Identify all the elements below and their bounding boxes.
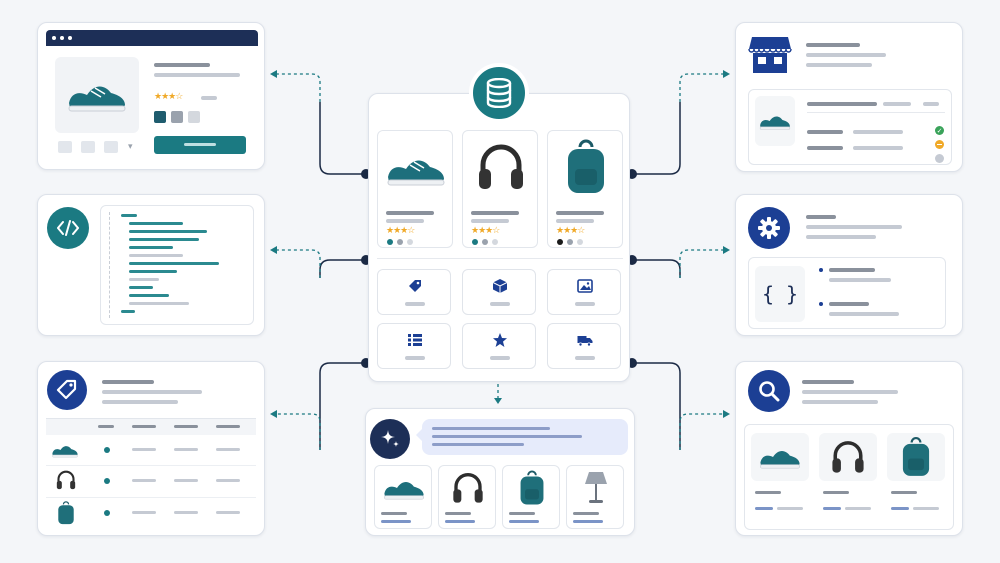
storefront-module: ✓	[735, 22, 963, 172]
product-card[interactable]: ★★★☆	[547, 130, 623, 248]
code-editor	[100, 205, 254, 325]
tile-cube[interactable]	[462, 269, 536, 315]
tile-list[interactable]	[377, 323, 451, 369]
recommended-product[interactable]	[566, 465, 624, 529]
status-neutral-icon	[935, 154, 944, 163]
sneaker-icon	[68, 86, 126, 112]
tile-star[interactable]	[462, 323, 536, 369]
gear-icon	[748, 207, 790, 249]
search-module	[735, 361, 963, 536]
headphones-icon	[56, 470, 76, 490]
thumbnail[interactable]	[104, 141, 118, 153]
backpack-icon	[564, 139, 608, 200]
sneaker-icon	[760, 451, 800, 469]
rating-stars: ★★★☆	[471, 225, 500, 235]
recommended-product[interactable]	[374, 465, 432, 529]
backpack-icon	[902, 437, 930, 476]
connector-dot	[361, 255, 371, 265]
table-row[interactable]	[46, 435, 256, 466]
star-icon	[493, 333, 507, 347]
pricing-table-module	[37, 361, 265, 536]
search-result[interactable]	[819, 433, 877, 481]
ai-message-bubble	[416, 419, 628, 455]
thumbnail[interactable]	[81, 141, 95, 153]
sneaker-icon	[384, 482, 424, 500]
chevron-down-icon[interactable]: ▾	[128, 141, 133, 151]
search-icon	[748, 370, 790, 412]
connector-dot	[627, 169, 637, 179]
central-product-catalog: ★★★☆ ★★★☆ ★★★☆	[368, 93, 630, 382]
search-result[interactable]	[887, 433, 945, 481]
recommended-product[interactable]	[502, 465, 560, 529]
recommended-product[interactable]	[438, 465, 496, 529]
tag-icon	[409, 280, 421, 292]
headphones-icon	[477, 141, 525, 198]
list-icon	[408, 334, 422, 346]
code-view-module	[37, 194, 265, 336]
color-swatch[interactable]	[171, 111, 183, 123]
tile-tag[interactable]	[377, 269, 451, 315]
ai-recommendations-module	[365, 408, 635, 536]
table-row[interactable]	[46, 497, 256, 529]
image-icon	[577, 279, 593, 293]
code-icon	[47, 207, 89, 249]
browser-titlebar	[46, 30, 258, 46]
settings-module: { }	[735, 194, 963, 336]
thumbnail[interactable]	[58, 141, 72, 153]
rating-stars: ★★★☆	[386, 225, 415, 235]
headphones-icon	[453, 473, 483, 503]
add-to-cart-button[interactable]	[154, 136, 246, 154]
product-image	[55, 57, 139, 133]
rating-stars: ★★★☆	[556, 225, 585, 235]
table-row[interactable]	[46, 465, 256, 498]
backpack-icon	[58, 501, 74, 525]
status-check-icon: ✓	[935, 126, 944, 135]
tile-truck[interactable]	[547, 323, 621, 369]
connector-dot	[627, 358, 637, 368]
search-result[interactable]	[751, 433, 809, 481]
pricing-table	[46, 418, 256, 531]
connector-dot	[361, 169, 371, 179]
config-panel: { }	[748, 257, 946, 329]
status-pending-icon	[935, 140, 944, 149]
headphones-icon	[832, 441, 864, 473]
sneaker-icon	[384, 149, 448, 194]
product-page-module: ★★★☆ ▾	[37, 22, 265, 170]
sneaker-icon	[52, 446, 78, 458]
cube-icon	[492, 279, 508, 293]
rating-stars: ★★★☆	[154, 91, 183, 101]
lamp-icon	[585, 472, 607, 503]
sparkle-icon	[370, 419, 410, 459]
product-card[interactable]: ★★★☆	[377, 130, 453, 248]
json-braces-icon: { }	[755, 266, 805, 322]
connector-dot	[627, 255, 637, 265]
color-swatch[interactable]	[154, 111, 166, 123]
tile-image[interactable]	[547, 269, 621, 315]
price-tag-icon	[47, 370, 87, 410]
sneaker-icon	[759, 116, 791, 130]
search-results-panel	[744, 424, 954, 530]
database-icon	[469, 63, 529, 123]
color-swatch[interactable]	[188, 111, 200, 123]
product-card[interactable]: ★★★☆	[462, 130, 538, 248]
connector-dot	[361, 358, 371, 368]
order-summary: ✓	[748, 89, 952, 165]
product-thumbnail	[755, 96, 795, 146]
storefront-icon	[748, 35, 792, 80]
backpack-icon	[520, 470, 544, 505]
truck-icon	[577, 336, 593, 347]
